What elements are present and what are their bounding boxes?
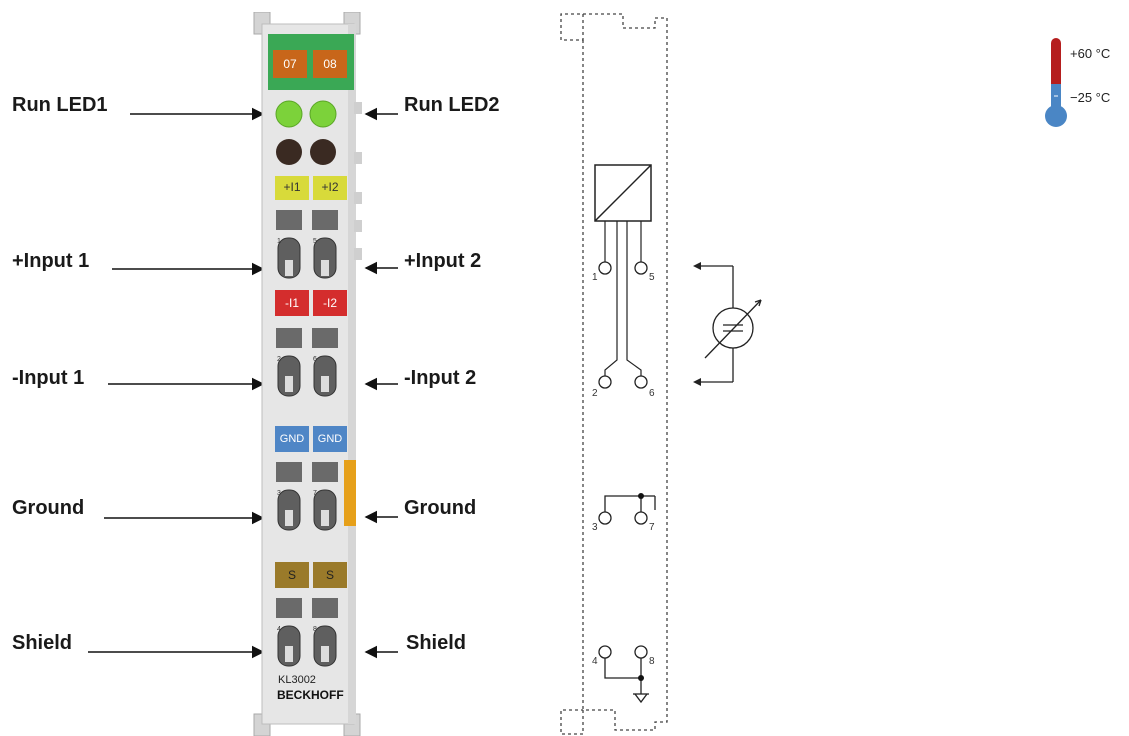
- pin-number: 7: [649, 522, 655, 533]
- tag-plus-i1: +I1: [275, 176, 309, 200]
- pin-number: 3: [592, 522, 598, 533]
- tag-s2: S: [313, 562, 347, 588]
- pin-number: 1: [592, 272, 598, 283]
- orange-tab: [344, 460, 356, 526]
- label-plus-input1: +Input 1: [12, 250, 90, 272]
- tag-gnd2: GND: [313, 426, 347, 452]
- label-ground-right: Ground: [404, 497, 477, 519]
- label-run-led1: Run LED1: [12, 94, 108, 116]
- contacts-ground: [276, 460, 356, 531]
- contacts-plus-input: [276, 210, 338, 279]
- junction-dot: [638, 493, 644, 499]
- label-minus-input1: -Input 1: [12, 367, 85, 389]
- label-ground-left: Ground: [12, 497, 85, 519]
- pin-number: 8: [649, 656, 655, 667]
- module-brand: BECKHOFF: [277, 688, 344, 702]
- label-shield-right: Shield: [406, 632, 467, 654]
- terminal-module: [253, 12, 362, 736]
- led-dark-2: [310, 139, 336, 165]
- module-terminal-number: 3: [277, 490, 281, 497]
- tag-ch1: 07: [273, 50, 307, 78]
- tag-minus-i2: -I2: [313, 290, 347, 316]
- pin-number: 6: [649, 388, 655, 399]
- module-terminal-number: 6: [313, 356, 317, 363]
- schematic: [560, 13, 762, 735]
- led-dark-1: [276, 139, 302, 165]
- module-terminal-number: 4: [277, 626, 281, 633]
- module-terminal-number: 5: [313, 238, 317, 245]
- label-run-led2: Run LED2: [404, 94, 500, 116]
- module-terminal-number: 2: [277, 356, 281, 363]
- module-terminal-number: 8: [313, 626, 317, 633]
- tag-ch2: 08: [313, 50, 347, 78]
- thermometer-icon: [1045, 38, 1067, 127]
- sensor-symbol: [695, 265, 762, 383]
- tag-gnd1: GND: [275, 426, 309, 452]
- temp-min: −25 °C: [1070, 90, 1111, 105]
- pin-number: 4: [592, 656, 598, 667]
- tag-minus-i1: -I1: [275, 290, 309, 316]
- contacts-shield: [276, 598, 338, 667]
- module-terminal-number: 7: [313, 490, 317, 497]
- temp-max: +60 °C: [1070, 46, 1111, 61]
- tag-s1: S: [275, 562, 309, 588]
- module-terminal-number: 1: [277, 238, 281, 245]
- label-plus-input2: +Input 2: [404, 250, 482, 272]
- module-model: KL3002: [278, 674, 316, 686]
- schematic-outline: [560, 13, 668, 735]
- label-minus-input2: -Input 2: [404, 367, 477, 389]
- contacts-minus-input: [276, 328, 338, 397]
- pin-number: 5: [649, 272, 655, 283]
- run-led2-indicator: [309, 100, 337, 128]
- pin-number: 2: [592, 388, 598, 399]
- run-led1-indicator: [275, 100, 303, 128]
- label-shield-left: Shield: [12, 632, 73, 654]
- tag-plus-i2: +I2: [313, 176, 347, 200]
